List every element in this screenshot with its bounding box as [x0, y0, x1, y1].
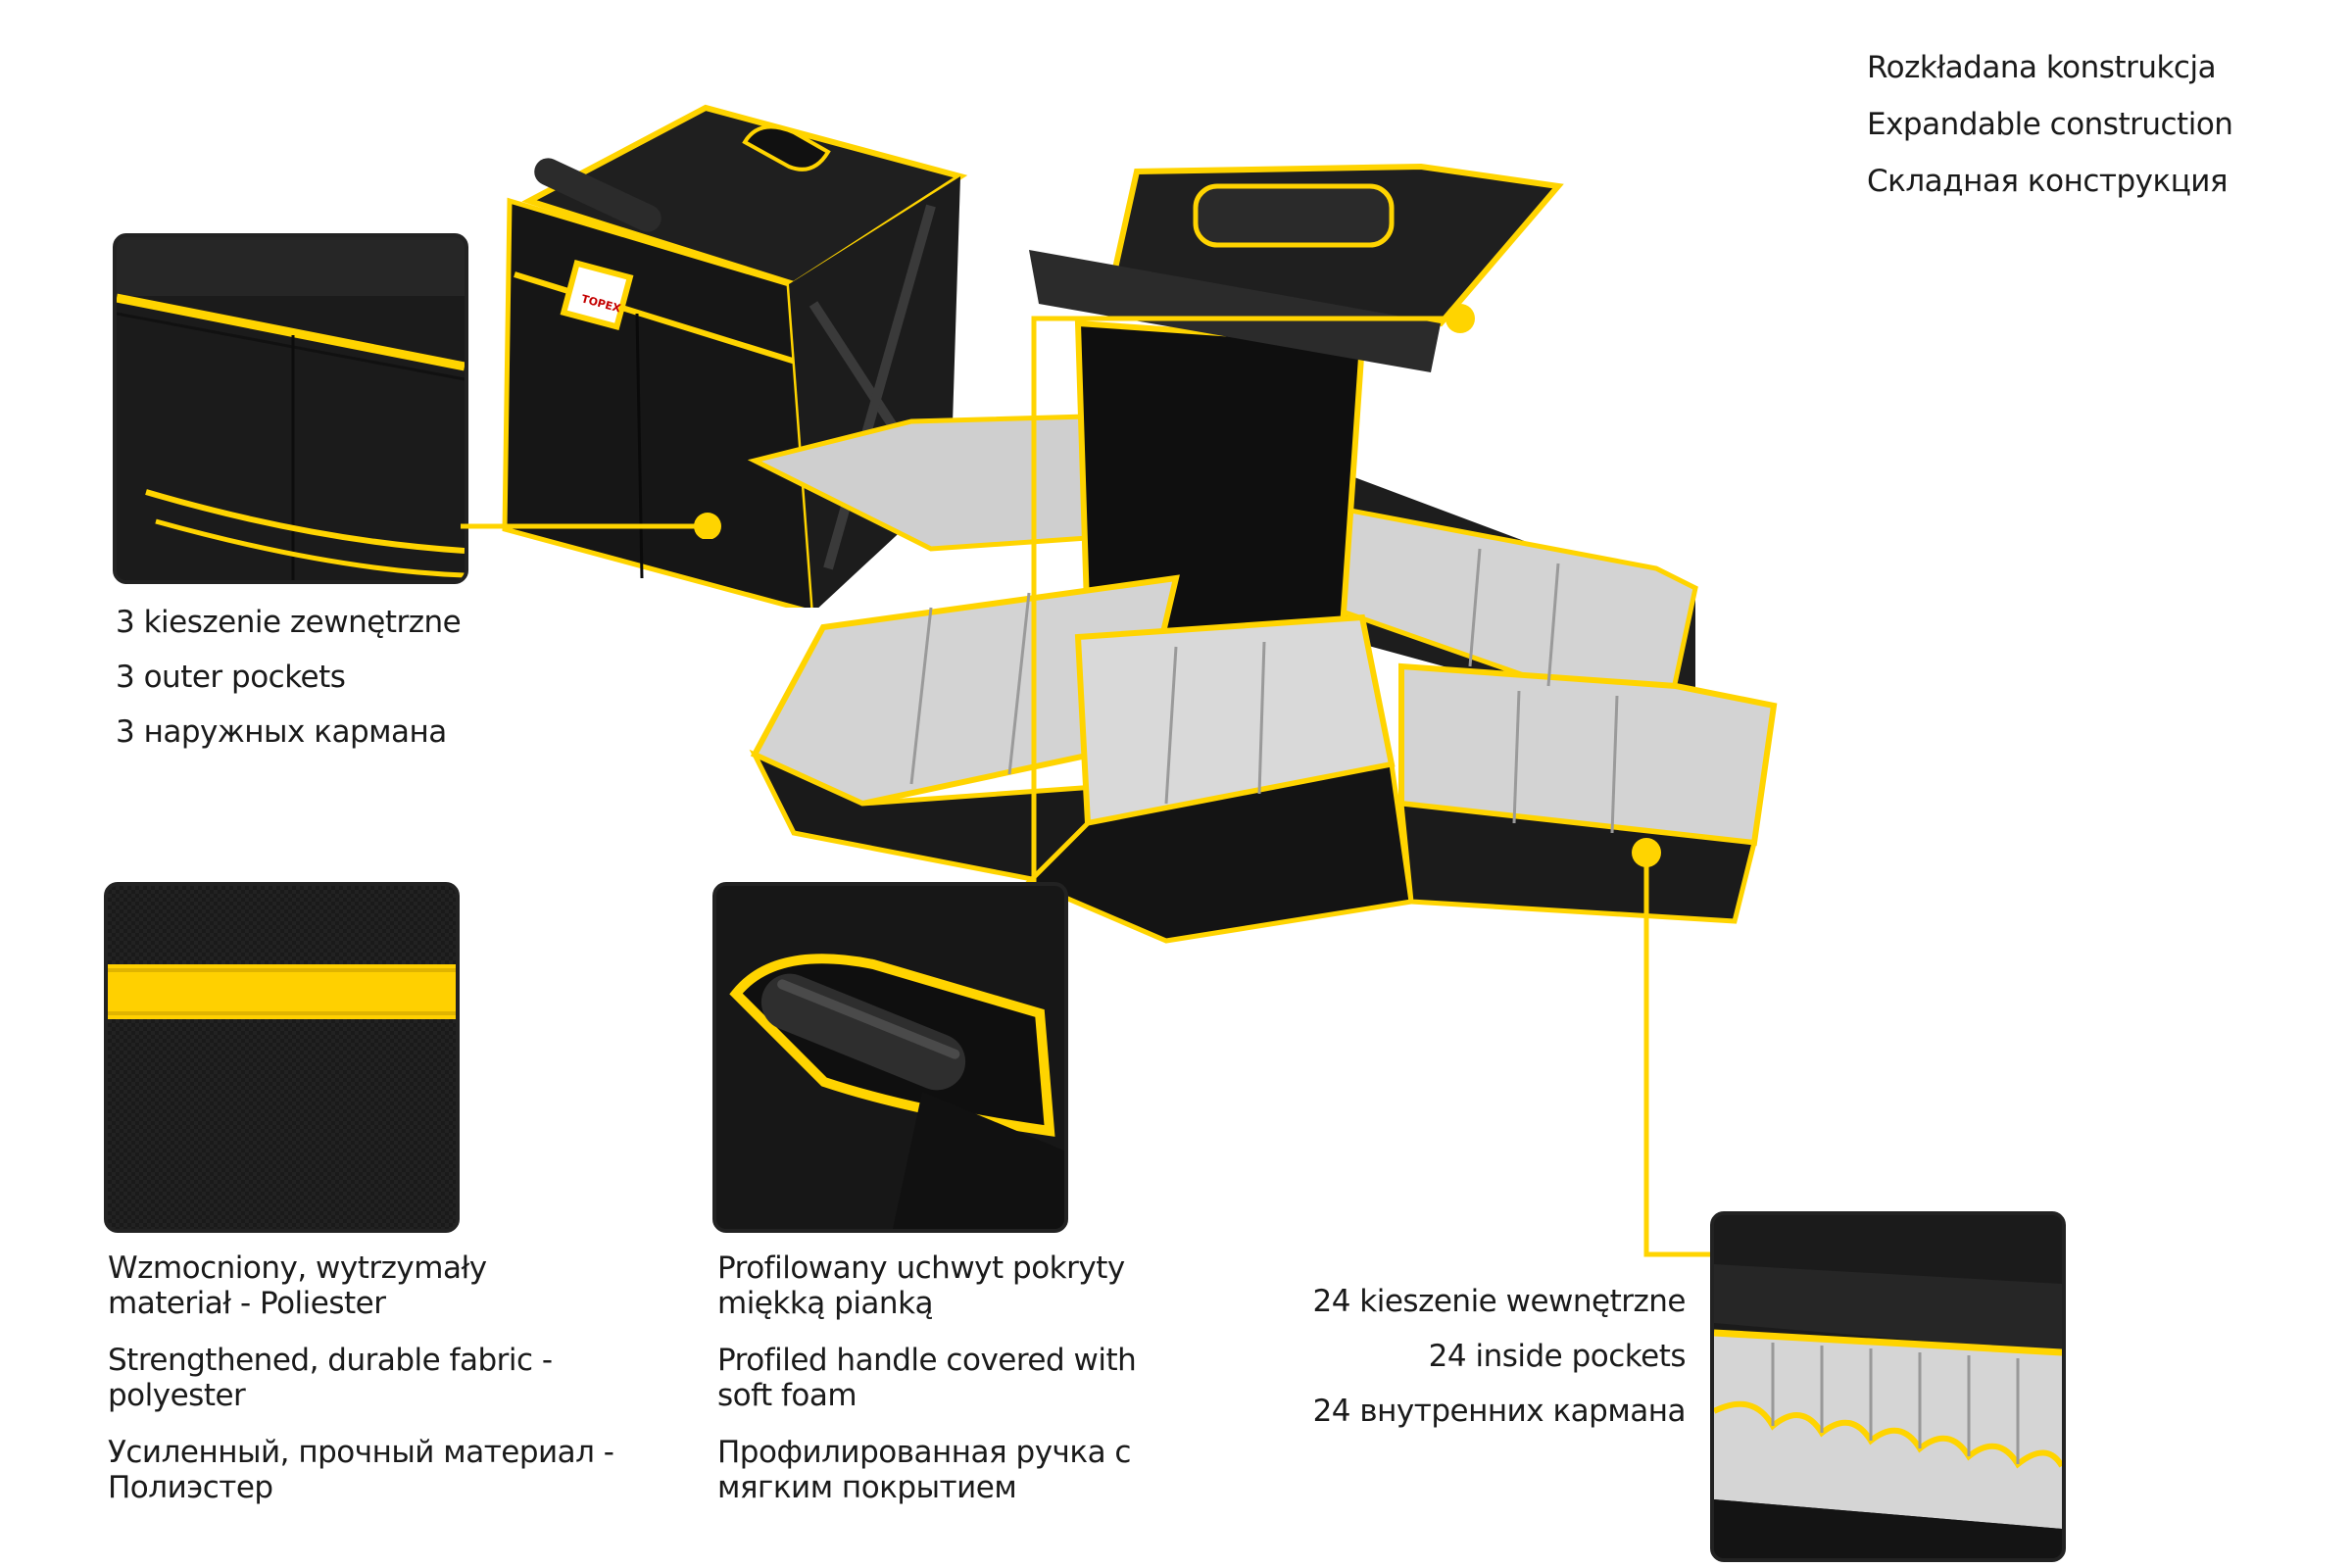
caption-line-ru: 24 внутренних кармана [1312, 1394, 1687, 1429]
caption-line-en: Profiled handle covered with soft foam [717, 1343, 1137, 1413]
outer-pockets-connector [461, 513, 721, 539]
caption-line-en: Expandable construction [1867, 107, 2233, 142]
caption-line-en: 3 outer pockets [116, 660, 346, 695]
caption-line-pl: Wzmocniony, wytrzymały materiał - Polies… [108, 1250, 487, 1321]
inside-pockets-photo [1710, 1211, 2066, 1562]
caption-line-pl: Profilowany uchwyt pokryty miękką pianką [717, 1250, 1125, 1321]
expanded-bag-image [715, 157, 2244, 1137]
caption-line-pl: 24 kieszenie wewnętrzne [1312, 1284, 1686, 1319]
outer-pockets-caption: 3 kieszenie zewnętrzne 3 outer pockets 3… [116, 595, 462, 760]
caption-line-ru: Профилированная ручка с мягким покрытием [717, 1435, 1131, 1505]
caption-line-en: Strengthened, durable fabric - polyester [108, 1343, 553, 1413]
handle-caption: Profilowany uchwyt pokryty miękką pianką… [717, 1250, 1168, 1527]
expandable-construction-caption: Rozkładana konstrukcja Expandable constr… [1867, 39, 2233, 210]
caption-line-pl: Rozkładana konstrukcja [1867, 50, 2217, 85]
fabric-photo [104, 882, 460, 1233]
caption-line-ru: 3 наружных кармана [116, 714, 447, 750]
handle-connector [1031, 304, 1475, 887]
outer-pockets-photo [113, 233, 468, 584]
inside-pockets-caption: 24 kieszenie wewnętrzne 24 inside pocket… [1254, 1274, 1686, 1439]
caption-line-en: 24 inside pockets [1428, 1339, 1687, 1374]
fabric-caption: Wzmocniony, wytrzymały materiał - Polies… [108, 1250, 617, 1527]
handle-photo [712, 882, 1068, 1233]
caption-line-ru: Складная конструкция [1867, 164, 2229, 199]
inside-pockets-connector [1632, 838, 1715, 1257]
caption-line-ru: Усиленный, прочный материал - Полиэстер [108, 1435, 614, 1505]
caption-line-pl: 3 kieszenie zewnętrzne [116, 605, 462, 640]
